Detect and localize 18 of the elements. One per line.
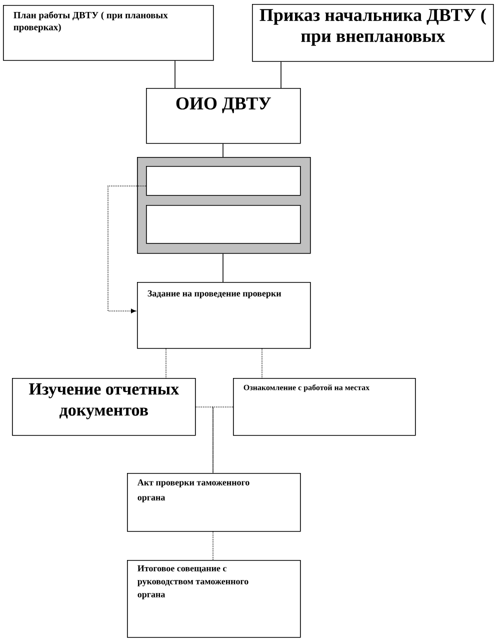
process-box: Ознакомление с работой на местах bbox=[233, 378, 416, 436]
connector-line bbox=[212, 531, 214, 560]
process-box: Задание на проведение проверки bbox=[137, 282, 311, 349]
connector-line bbox=[222, 143, 224, 158]
empty-box bbox=[146, 205, 301, 244]
connector-line bbox=[174, 60, 176, 88]
connector-line bbox=[280, 61, 282, 88]
process-box: Акт проверки таможенного органа bbox=[127, 473, 301, 532]
empty-box bbox=[146, 166, 301, 196]
process-box: ОИО ДВТУ bbox=[146, 88, 301, 144]
arrow bbox=[108, 186, 146, 314]
process-box: Приказ начальника ДВТУ ( при внеплановых bbox=[252, 4, 494, 62]
process-box: Изучение отчетных документов bbox=[12, 378, 196, 436]
connector-line bbox=[212, 406, 234, 474]
process-box: Итоговое совещание с руководством таможенного органа bbox=[127, 560, 301, 638]
connector-line bbox=[222, 253, 224, 282]
connector-line bbox=[195, 406, 214, 474]
process-box: План работы ДВТУ ( при плановых проверках) bbox=[3, 5, 214, 61]
